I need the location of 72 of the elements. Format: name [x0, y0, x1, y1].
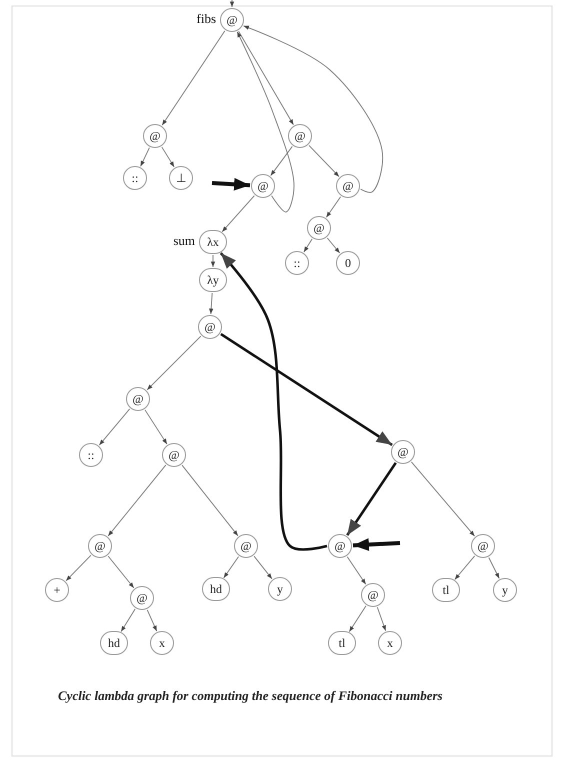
- arrow: [238, 30, 294, 126]
- graph-node: @: [328, 534, 352, 558]
- arrow: [326, 238, 340, 254]
- arrow: [66, 554, 92, 582]
- pointer-arrow: [212, 178, 250, 191]
- arrow: [162, 30, 226, 126]
- arrow: [210, 254, 216, 268]
- graph-node: @: [391, 440, 415, 464]
- graph-node: @: [198, 315, 222, 339]
- graph-node: ::: [285, 251, 309, 275]
- graph-node: @: [162, 443, 186, 467]
- arrow: [146, 609, 158, 632]
- graph-node: x: [378, 631, 402, 655]
- arrow: [454, 556, 476, 580]
- arrow: [120, 608, 136, 632]
- graph-node: @: [143, 124, 167, 148]
- arrow: [254, 556, 272, 580]
- arrow: [326, 196, 342, 218]
- pointer-arrow: [230, 0, 234, 8]
- graph-node: +: [45, 578, 69, 602]
- node-name: sum: [173, 233, 195, 249]
- bold-arrow: [220, 332, 393, 446]
- graph-node: tl: [328, 631, 356, 655]
- arrow: [182, 464, 238, 536]
- arrow: [223, 556, 239, 578]
- graph-node: ⊥: [169, 166, 193, 190]
- graph-node: @: [234, 534, 258, 558]
- graph-node: 0: [336, 251, 360, 275]
- caption: Cyclic lambda graph for computing the sequence of Fibonacci numbers: [58, 688, 444, 704]
- bold-arrow: [346, 462, 397, 536]
- arrow: [144, 409, 168, 445]
- arrow: [161, 146, 175, 168]
- arrow: [98, 408, 130, 446]
- arrow: [303, 238, 313, 252]
- arrow: [108, 556, 134, 588]
- graph-node: @: [336, 174, 360, 198]
- graph-node: @: [307, 216, 331, 240]
- graph-node: @: [471, 534, 495, 558]
- arrow: [308, 144, 340, 178]
- arrow: [108, 464, 166, 536]
- arrow: [236, 31, 294, 212]
- graph-node: @: [361, 583, 385, 607]
- graph-node: y: [493, 578, 517, 602]
- bold-arrow: [220, 252, 328, 551]
- graph-node: @: [288, 124, 312, 148]
- graph-node: hd: [100, 631, 128, 655]
- arrow: [488, 557, 500, 579]
- arrow: [209, 292, 214, 314]
- pointer-arrow: [352, 538, 400, 551]
- graph-node: @: [220, 8, 244, 32]
- graph-node: λy: [199, 268, 227, 292]
- graph-node: @: [88, 534, 112, 558]
- graph-node: @: [126, 387, 150, 411]
- graph-node: tl: [432, 578, 460, 602]
- arrow: [346, 556, 366, 585]
- arrow: [376, 606, 386, 632]
- arrow: [146, 336, 202, 390]
- arrow: [243, 25, 384, 193]
- arrow: [410, 461, 476, 537]
- arrow: [348, 605, 366, 632]
- graph-node: ::: [79, 443, 103, 467]
- node-name: fibs: [196, 11, 216, 27]
- graph-node: ::: [123, 166, 147, 190]
- graph-node: @: [251, 174, 275, 198]
- graph-node: @: [130, 586, 154, 610]
- arrow: [222, 195, 255, 232]
- graph-node: x: [150, 631, 174, 655]
- arrow: [140, 147, 150, 167]
- arrow: [270, 146, 293, 176]
- graph-node: y: [268, 577, 292, 601]
- graph-node: hd: [202, 577, 230, 601]
- graph-node: λx: [199, 230, 227, 254]
